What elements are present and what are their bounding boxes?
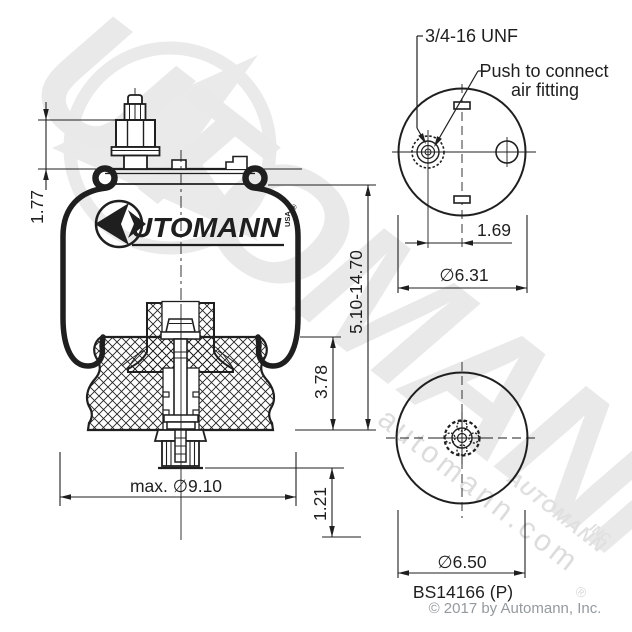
logo-registered-mark: ® xyxy=(291,203,297,212)
bottom-view-dimension-lines xyxy=(397,510,526,578)
logo-wordmark: UTOMANN xyxy=(131,212,282,243)
mounting-hole xyxy=(491,137,523,167)
side-view-dimension-arrows xyxy=(43,109,371,537)
dim-fitting-height: 1.77 xyxy=(27,190,47,224)
air-inlet-fitting xyxy=(408,130,450,248)
copyright-text: © 2017 by Automann, Inc. xyxy=(429,600,602,617)
dim-overall-height: 5.10-14.70 xyxy=(346,250,366,334)
dim-max-diameter: max. ∅9.10 xyxy=(130,476,222,496)
callout-labels: 3/4-16 UNF Push to connect air fitting xyxy=(425,26,609,100)
top-plate-circle xyxy=(397,87,527,217)
fitting-washer xyxy=(110,146,161,157)
leader-lines xyxy=(416,35,486,143)
bead-roll-right xyxy=(242,165,268,191)
automann-logo: UTOMANN USA ® xyxy=(94,199,297,249)
bolt-washer xyxy=(160,331,201,340)
bottom-plate-circle xyxy=(395,371,529,505)
bellows-outline xyxy=(60,185,301,369)
dim-port-offset: 1.69 xyxy=(477,220,511,240)
bottom-fitting-ribs xyxy=(165,441,196,466)
bottom-view-dimension-arrows xyxy=(398,570,525,576)
top-view-dimension-arrows xyxy=(398,240,527,291)
dim-bumper-height: 3.78 xyxy=(311,365,331,399)
dim-top-diameter: ∅6.31 xyxy=(439,265,488,285)
plate-tab xyxy=(171,159,187,170)
footer-labels: BS14166 (P) © 2017 by Automann, Inc. xyxy=(413,582,602,617)
plate-slot-bottom xyxy=(453,195,471,204)
bead-roll-left xyxy=(92,165,118,191)
rubber-bumper-assembly xyxy=(85,300,276,470)
bolt-head xyxy=(164,318,197,333)
top-plate-assembly xyxy=(92,88,268,191)
top-view-drawing xyxy=(392,35,536,293)
dim-stud-length: 1.21 xyxy=(310,487,330,521)
logo-usa-text: USA xyxy=(283,211,292,227)
fitting-base xyxy=(123,154,148,170)
thread-spec-label: 3/4-16 UNF xyxy=(425,26,518,46)
dim-bottom-diameter: ∅6.50 xyxy=(437,552,487,572)
dimension-labels: 1.77 5.10-14.70 3.78 1.21 max. ∅9.10 1.6… xyxy=(27,190,511,572)
fitting-cap xyxy=(127,94,143,105)
fitting-callout-line1: Push to connect xyxy=(479,61,608,81)
part-number: BS14166 (P) xyxy=(413,582,513,602)
fitting-hex-nut xyxy=(115,119,156,148)
air-fitting-stud xyxy=(110,88,161,170)
bottom-view-drawing xyxy=(386,362,538,578)
plate-bracket xyxy=(225,155,248,169)
snap-rings xyxy=(162,391,200,416)
leader-arrow-thread xyxy=(418,133,426,144)
leader-arrow-fitting xyxy=(434,136,442,147)
plate-slot-top xyxy=(453,101,471,110)
logo-arrow2-icon xyxy=(128,210,146,238)
logo-arrow-icon xyxy=(95,203,129,245)
knurled-center-boss xyxy=(436,412,488,464)
membrane-folds xyxy=(121,345,240,369)
fitting-callout-line2: air fitting xyxy=(511,80,579,100)
